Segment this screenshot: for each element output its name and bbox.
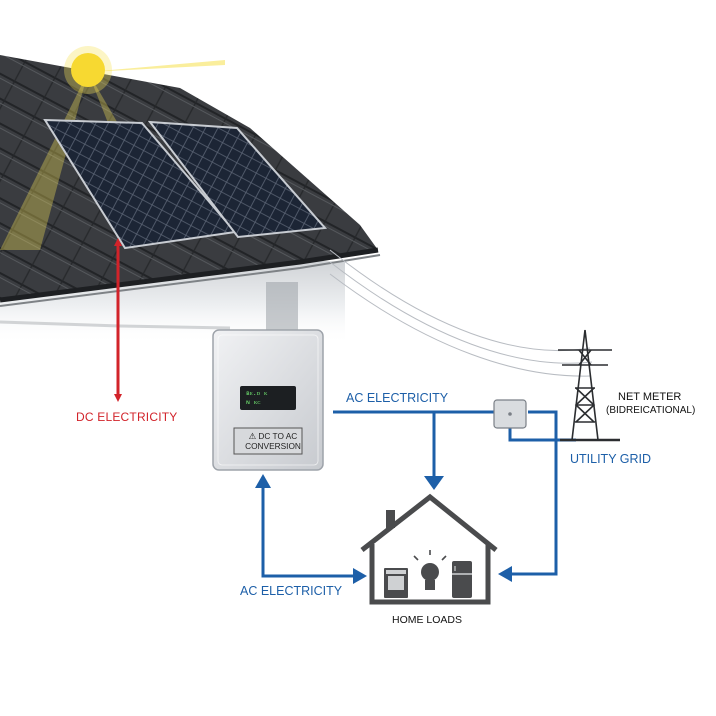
power-line (329, 249, 591, 351)
net-meter-label: NET METER (618, 391, 682, 403)
sun-icon (71, 53, 105, 87)
light-bulb-icon (413, 550, 447, 590)
solar-panel-icon (147, 120, 328, 239)
refrigerator-icon (452, 561, 472, 598)
dc-electricity-label: DC ELECTRICITY (76, 410, 178, 424)
display-line-2: ɴ ᴋᴄ (246, 398, 261, 406)
inverter-line-2: CONVERSION (245, 441, 301, 451)
inverter-display (240, 386, 296, 410)
inverter-display-text: ʙᴇ.ᴅ ᴋ ɴ ᴋᴄ (246, 389, 268, 407)
utility-grid-label: UTILITY GRID (570, 452, 652, 466)
inverter-conversion-label: ⚠ DC TO AC CONVERSION (238, 431, 308, 451)
ac-electricity-label-bottom: AC ELECTRICITY (240, 584, 343, 598)
net-meter-sublabel: (BIDREICATIONAL) (606, 405, 696, 416)
ac-line-inverter-to-house (261, 486, 355, 578)
transmission-tower-icon (558, 329, 620, 442)
inverter-label-plate (233, 427, 303, 455)
inverter-line-1: ⚠ DC TO AC (248, 431, 298, 441)
inverter-icon (212, 329, 324, 471)
power-line (329, 261, 593, 364)
stove-icon (384, 568, 408, 598)
power-line (329, 273, 591, 377)
ac-electricity-label-top: AC ELECTRICITY (346, 391, 449, 405)
display-line-1: ʙᴇ.ᴅ ᴋ (246, 389, 268, 397)
house-icon (360, 493, 498, 605)
grid-line-to-tower (508, 428, 576, 442)
home-loads-label: HOME LOADS (392, 614, 463, 626)
sun-ray-left (0, 72, 88, 250)
grid-line-to-house (508, 410, 558, 576)
